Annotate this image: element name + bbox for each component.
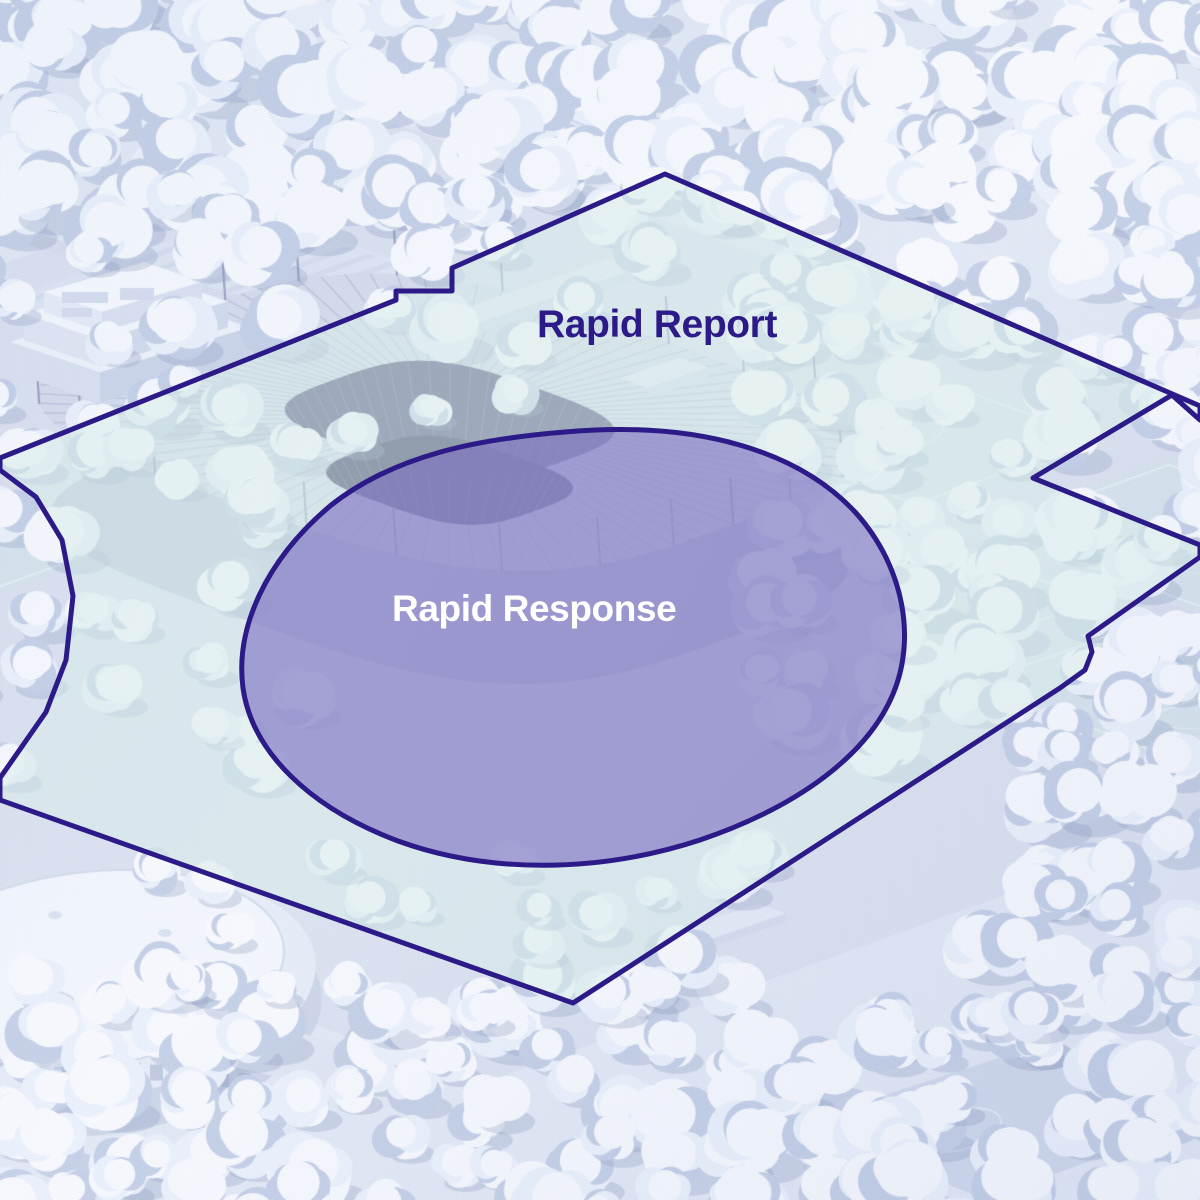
rapid-response-zone-polygon[interactable]	[239, 427, 908, 868]
rapid-report-zone-label: Rapid Report	[537, 303, 778, 346]
rapid-response-zone-label: Rapid Response	[392, 588, 677, 629]
